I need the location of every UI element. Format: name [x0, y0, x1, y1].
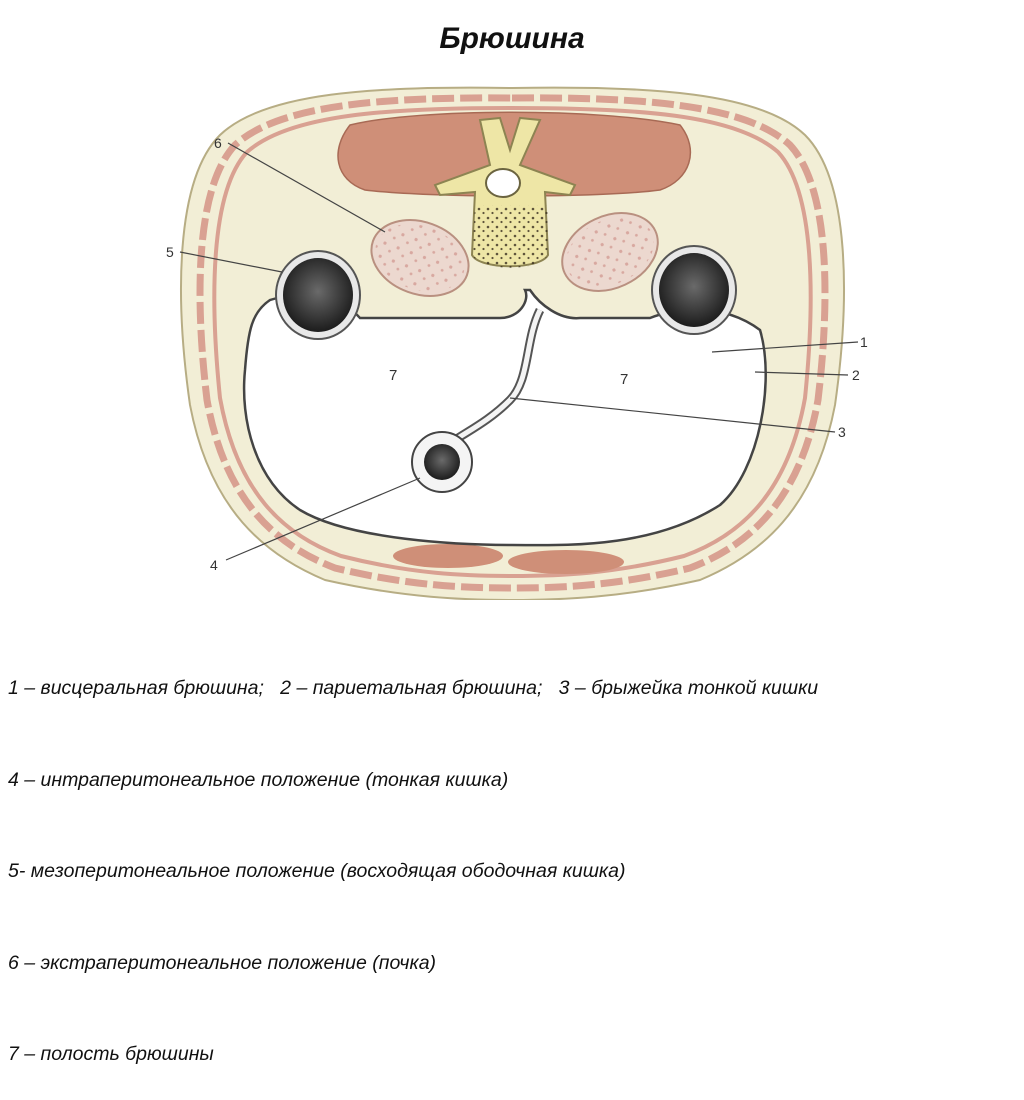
legend-item: 4 – интраперитонеальное положение (тонка… [8, 768, 509, 791]
front-muscle-left [393, 544, 503, 568]
leader-line-5 [179, 251, 283, 273]
legend-item: 7 – полость брюшины [8, 1043, 214, 1065]
kidney-left-pattern [375, 224, 465, 292]
small-intestine-lumen [424, 444, 460, 480]
peritoneum-cross-section-diagram: 6 5 1 2 3 4 7 7 [166, 86, 868, 600]
legend-item: 6 – экстраперитонеальное положение (почк… [8, 951, 437, 974]
leader-line-1 [711, 341, 859, 353]
slide-title: Брюшина [439, 22, 585, 55]
body-wall-muscle-band-inner [212, 105, 813, 579]
kidney-right-pattern [566, 217, 654, 287]
leader-line-4 [225, 477, 421, 561]
body-wall-muscle-band [196, 94, 829, 592]
leader-line-6 [227, 142, 386, 233]
leader-line-3 [509, 397, 836, 433]
colon-right-lumen [659, 253, 729, 327]
mesentery-inner [453, 308, 543, 443]
colon-left-lumen [283, 258, 353, 332]
label-7-right: 7 [620, 371, 628, 388]
label-5: 5 [166, 244, 174, 260]
label-7-left: 7 [389, 367, 397, 384]
label-1: 1 [860, 334, 868, 350]
label-4: 4 [210, 557, 218, 573]
label-3: 3 [838, 424, 846, 440]
legend-item: 5- мезоперитонеальное положение (восходя… [8, 860, 626, 882]
label-6: 6 [214, 135, 222, 151]
legend: 1 – висцеральная брюшина; 2 – париетальн… [8, 612, 818, 1100]
legend-item: 1 – висцеральная брюшина; 2 – париетальн… [8, 677, 819, 699]
label-2: 2 [852, 367, 860, 383]
front-muscle-right [508, 550, 624, 574]
leader-line-2 [754, 371, 849, 376]
vertebral-body [472, 205, 548, 268]
spinal-canal [485, 168, 521, 198]
peritoneal-cavity [242, 288, 767, 547]
